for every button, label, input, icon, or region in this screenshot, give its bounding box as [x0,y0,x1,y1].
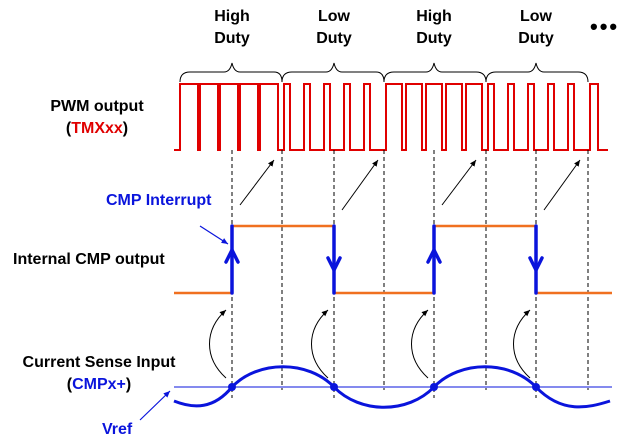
internal-cmp-output-label: Internal CMP output [13,251,165,268]
current-sense-label: Current Sense Input (CMPx+) [23,352,176,396]
crossing-arrow-4 [513,309,531,379]
crossing-arrow-2 [311,309,329,379]
vref-label: Vref [102,421,133,438]
cmp-input-name: CMPx+ [72,376,126,393]
cmp-interrupt-pointer [199,225,229,245]
duty-label-3-line2: Duty [416,30,452,47]
cmp-output-waveform [174,224,612,295]
crossing-point-4 [532,383,540,391]
response-arrow-2 [341,159,379,211]
vref-pointer [139,390,171,421]
crossing-point-1 [228,383,236,391]
ellipsis: ••• [590,14,620,39]
duty-label-1: High Duty [214,6,250,50]
duty-label-3-line1: High [416,8,452,25]
crossing-arrow-3 [411,309,429,379]
edge-fall-1-head [326,256,342,272]
edge-rise-2-head [426,248,442,264]
duty-label-4-line2: Duty [518,30,554,47]
crossing-point-3 [430,383,438,391]
duty-label-4-line1: Low [520,8,552,25]
dashed-guides [231,150,589,398]
pwm-output-subtitle: (TMXxx) [65,120,129,137]
pwm-response-arrows [239,159,581,211]
crossing-arrow-1 [209,309,227,379]
current-sense-subtitle: (CMPx+) [66,376,132,393]
duty-label-1-line1: High [214,8,250,25]
response-arrow-1 [239,159,275,206]
duty-label-4: Low Duty [518,6,554,50]
cmp-interrupt-edges [224,224,544,295]
crossing-point-2 [330,383,338,391]
edge-rise-1-head [224,248,240,264]
response-arrow-4 [543,159,581,211]
duty-label-2-line1: Low [318,8,350,25]
pwm-waveform [174,83,608,151]
crossing-points [228,383,540,391]
current-sense-title: Current Sense Input [22,354,176,371]
crossing-arrows [209,309,531,379]
pwm-output-title: PWM output [50,98,144,115]
duty-brace-2 [281,62,385,83]
duty-brace-4 [485,62,589,83]
pwm-output-label: PWM output (TMXxx) [50,96,143,140]
duty-label-3: High Duty [416,6,452,50]
duty-brace-1 [179,62,283,83]
pwm-timer-name: TMXxx [71,120,123,137]
edge-fall-2-head [528,256,544,272]
duty-label-2: Low Duty [316,6,352,50]
cmp-interrupt-label: CMP Interrupt [106,192,212,209]
response-arrow-3 [441,159,477,206]
duty-label-2-line2: Duty [316,30,352,47]
duty-label-1-line2: Duty [214,30,250,47]
duty-brace-3 [383,62,487,83]
